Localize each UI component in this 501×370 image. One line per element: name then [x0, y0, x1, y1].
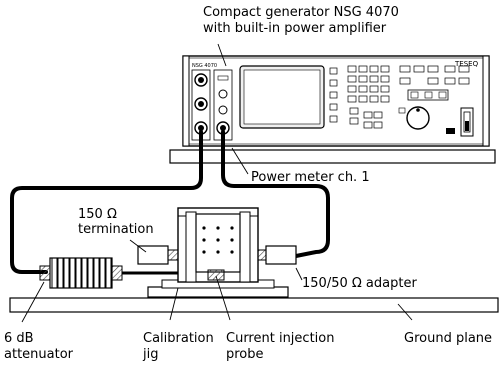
label-power-meter: Power meter ch. 1 [251, 170, 370, 185]
label-ground-plane: Ground plane [404, 331, 493, 346]
label-attenuator-line1: 6 dB [4, 331, 34, 346]
label-termination-line2: termination [78, 222, 154, 237]
generator-table [169, 149, 496, 164]
label-calibration-line1: Calibration [143, 331, 214, 346]
leader-power-meter [231, 147, 249, 175]
label-termination-line1: 150 Ω [78, 207, 117, 222]
generator-nsg-4070: NSG 4070 TESEQ [182, 55, 490, 147]
label-generator-line1: Compact generator NSG 4070 [203, 5, 399, 20]
attenuator-6db [39, 257, 123, 289]
leader-attenuator [21, 281, 45, 323]
leader-adapter [295, 267, 303, 281]
label-probe-line2: probe [226, 347, 264, 362]
label-probe-line1: Current injection [226, 331, 335, 346]
leader-calibration-jig [169, 287, 179, 321]
label-adapter: 150/50 Ω adapter [302, 276, 417, 291]
ground-plane [9, 297, 499, 313]
brand-text: TESEQ [454, 60, 479, 68]
model-text: NSG 4070 [192, 63, 217, 69]
cable-power-meter-to-adapter [221, 130, 330, 258]
cable-generator-to-attenuator [10, 130, 203, 274]
leader-generator [217, 43, 227, 67]
label-generator-line2: with built-in power amplifier [203, 21, 387, 36]
leader-termination [129, 239, 147, 253]
leader-ground-plane [397, 303, 413, 321]
label-calibration-line2: jig [143, 347, 159, 362]
termination-150-ohm [137, 245, 179, 265]
adapter-150-50-ohm [257, 245, 297, 265]
label-attenuator-line2: attenuator [4, 347, 73, 362]
leader-probe [215, 275, 231, 321]
calibration-jig [147, 207, 289, 298]
